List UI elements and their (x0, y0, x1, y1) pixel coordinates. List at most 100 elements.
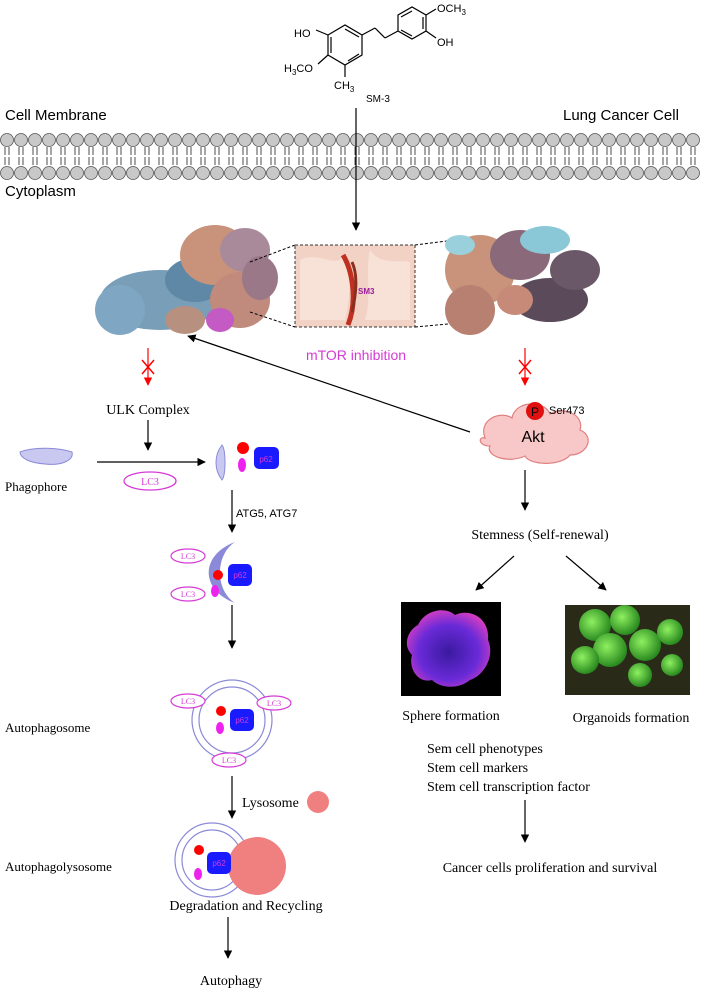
phospho-label: P (531, 405, 539, 419)
lipid-head (182, 133, 196, 147)
och3-label: OCH3 (437, 3, 466, 17)
lipid-head (392, 166, 406, 180)
lipid-head (210, 133, 224, 147)
phenotype-item-2: Stem cell markers (427, 761, 528, 776)
lipid-head (350, 133, 364, 147)
lipid-head (168, 166, 182, 180)
p62-label-4: p62 (212, 859, 226, 868)
lipid-head (658, 133, 672, 147)
lipid-head (224, 133, 238, 147)
phagophore-stage-1: p62 (215, 442, 279, 481)
lipid-head (490, 166, 504, 180)
lipid-head (336, 166, 350, 180)
lipid-head (532, 133, 546, 147)
lipid-head (504, 133, 518, 147)
outcome-label: Cancer cells proliferation and survival (443, 861, 658, 876)
akt-cloud (479, 403, 589, 464)
lung-cancer-cell-label: Lung Cancer Cell (563, 107, 679, 124)
ulk-complex-label: ULK Complex (106, 403, 190, 418)
lipid-head (476, 166, 490, 180)
degradation-label: Degradation and Recycling (169, 899, 322, 914)
lipid-head (266, 166, 280, 180)
lipid-head (154, 166, 168, 180)
cell-membrane-label: Cell Membrane (5, 107, 107, 124)
lipid-head (14, 133, 28, 147)
lipid-head (518, 133, 532, 147)
mtor-structure-left (95, 225, 278, 335)
lipid-head (476, 133, 490, 147)
lipid-head (42, 133, 56, 147)
lipid-head (98, 166, 112, 180)
atg-label: ATG5, ATG7 (236, 508, 297, 520)
akt-to-mtor-arrow (187, 334, 471, 433)
lipid-head (196, 133, 210, 147)
lipid-head (140, 166, 154, 180)
lipid-head (84, 133, 98, 147)
lipid-head (532, 166, 546, 180)
lipid-head (98, 133, 112, 147)
lipid-head (126, 166, 140, 180)
autophagy-label: Autophagy (200, 974, 262, 989)
ser473-label: Ser473 (549, 405, 584, 417)
lc3-label-1: LC3 (141, 477, 159, 488)
phospho-circle (526, 402, 544, 420)
lipid-head (168, 133, 182, 147)
lipid-head (140, 133, 154, 147)
lipid-head (196, 166, 210, 180)
lipid-head (602, 166, 616, 180)
cytoplasm-label: Cytoplasm (5, 183, 76, 200)
lipid-head (378, 166, 392, 180)
lipid-head (0, 166, 14, 180)
lipid-head (588, 166, 602, 180)
phagophore-stage-2: LC3 LC3 p62 (170, 542, 252, 603)
lipid-head (434, 133, 448, 147)
h3co-label: H3CO (284, 63, 313, 77)
lc3-label-5: LC3 (267, 699, 281, 708)
inhibited-arrow-left (141, 348, 155, 386)
lipid-head (364, 133, 378, 147)
lipid-head (630, 133, 644, 147)
lipid-head (504, 166, 518, 180)
lipid-head (182, 166, 196, 180)
lipid-head (70, 166, 84, 180)
stemness-label: Stemness (Self-renewal) (471, 528, 609, 543)
lipid-head (448, 133, 462, 147)
mtor-inset: SM3 (294, 244, 416, 328)
lipid-head (686, 166, 700, 180)
sm3-label: SM-3 (366, 94, 390, 105)
lipid-head (686, 133, 700, 147)
stemness-to-organoid-arrow (565, 555, 607, 591)
lipid-head (224, 166, 238, 180)
lipid-head (238, 133, 252, 147)
lipid-head (266, 133, 280, 147)
lipid-head (462, 133, 476, 147)
lipid-head (518, 166, 532, 180)
lipid-head (546, 133, 560, 147)
lipid-head (112, 133, 126, 147)
autophagolysosome: p62 (174, 822, 286, 898)
lipid-head (574, 133, 588, 147)
autophagosome: p62 LC3 LC3 LC3 (170, 679, 292, 768)
lipid-head (364, 166, 378, 180)
sphere-formation-label: Sphere formation (402, 709, 500, 724)
organoid-image (565, 605, 690, 695)
sm3-inset-label: SM3 (358, 287, 375, 296)
lipid-head (154, 133, 168, 147)
lipid-head (560, 166, 574, 180)
phagophore-label: Phagophore (5, 479, 67, 494)
lipid-head (322, 133, 336, 147)
lysosome-label: Lysosome (242, 796, 299, 811)
lipid-head (112, 166, 126, 180)
lipid-head (588, 133, 602, 147)
sm3-molecule (315, 6, 437, 77)
lipid-head (280, 166, 294, 180)
lipid-head (280, 133, 294, 147)
lipid-head (448, 166, 462, 180)
lipid-head (406, 133, 420, 147)
lipid-head (420, 133, 434, 147)
sphere-image (401, 602, 501, 696)
lipid-head (672, 133, 686, 147)
lipid-head (672, 166, 686, 180)
lipid-head (644, 166, 658, 180)
lipid-head (14, 166, 28, 180)
